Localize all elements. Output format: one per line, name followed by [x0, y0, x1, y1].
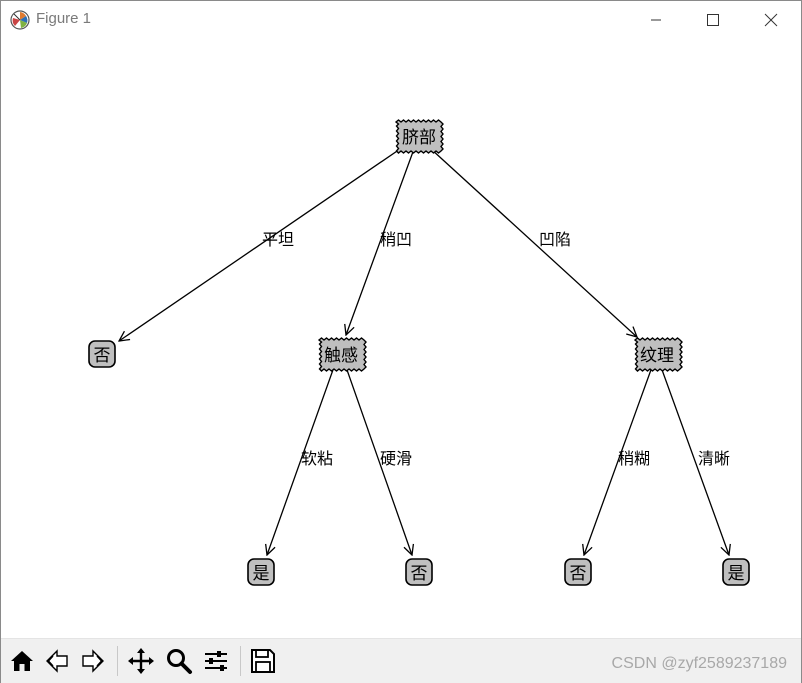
back-button[interactable]	[41, 644, 73, 678]
zoom-icon	[167, 649, 192, 674]
toolbar-separator	[240, 646, 241, 676]
decision-node-label: 纹理	[640, 346, 674, 366]
configure-subplots-button[interactable]	[200, 644, 232, 678]
leaf-node-label: 是	[728, 564, 745, 584]
leaf-node-yinghua: 否	[405, 558, 433, 586]
leaf-node-label: 否	[411, 564, 428, 584]
edge-chugan-ruannian	[267, 366, 335, 555]
edge-chugan-yinghua	[345, 366, 412, 555]
edge-label-shaoao: 稍凹	[380, 230, 412, 249]
leaf-node-label: 是	[253, 564, 270, 584]
toolbar-separator	[117, 646, 118, 676]
watermark: CSDN @zyf2589237189	[611, 655, 787, 672]
edge-root-chugan	[346, 148, 415, 335]
home-icon	[11, 651, 33, 671]
edge-wenli-qingxi	[660, 366, 729, 555]
edge-label-aoxian: 凹陷	[539, 230, 571, 249]
save-button[interactable]	[247, 644, 279, 678]
minimize-icon	[651, 19, 661, 21]
maximize-icon	[707, 14, 719, 26]
edge-label-ruannian: 软粘	[301, 449, 333, 468]
decision-node-label: 脐部	[402, 128, 436, 148]
forward-icon	[82, 649, 104, 673]
decision-node-label: 触感	[324, 346, 358, 366]
leaf-node-ruannian: 是	[247, 558, 275, 586]
leaf-node-label: 否	[570, 564, 587, 584]
minimize-button[interactable]	[633, 1, 679, 39]
edge-root-wenli	[430, 148, 637, 337]
leaf-node-label: 否	[94, 346, 111, 366]
edge-label-yinghua: 硬滑	[380, 449, 412, 468]
edge-label-qingxi: 清晰	[698, 449, 730, 468]
window-title: Figure 1	[36, 10, 92, 27]
close-button[interactable]	[748, 1, 794, 39]
decision-tree-diagram: 平坦 稍凹 凹陷 软粘 硬滑 稍糊 清晰 脐部 触感 纹理	[88, 119, 750, 586]
maximize-button[interactable]	[690, 1, 736, 39]
back-icon	[46, 649, 68, 673]
edge-wenli-shaohu	[584, 366, 653, 555]
pan-icon	[128, 648, 154, 674]
edge-root-pingtan	[119, 146, 404, 341]
pan-button[interactable]	[125, 644, 157, 678]
zoom-button[interactable]	[163, 644, 195, 678]
title-bar[interactable]: Figure 1	[1, 1, 801, 39]
home-button[interactable]	[6, 644, 38, 678]
leaf-node-qingxi: 是	[722, 558, 750, 586]
navigation-toolbar: CSDN @zyf2589237189	[1, 638, 801, 683]
configure-subplots-icon	[205, 651, 227, 671]
save-icon	[251, 649, 275, 673]
leaf-node-shaohu: 否	[564, 558, 592, 586]
matplotlib-icon	[10, 10, 30, 30]
decision-node-root: 脐部	[394, 119, 444, 154]
forward-button[interactable]	[77, 644, 109, 678]
decision-node-chugan: 触感	[317, 337, 367, 372]
close-icon	[764, 13, 778, 27]
edge-label-pingtan: 平坦	[262, 230, 294, 249]
edge-label-shaohu: 稍糊	[618, 449, 650, 468]
decision-node-wenli: 纹理	[633, 337, 683, 372]
leaf-node-pingtan: 否	[88, 340, 116, 368]
plot-canvas[interactable]: 平坦 稍凹 凹陷 软粘 硬滑 稍糊 清晰 脐部 触感 纹理	[1, 39, 801, 637]
